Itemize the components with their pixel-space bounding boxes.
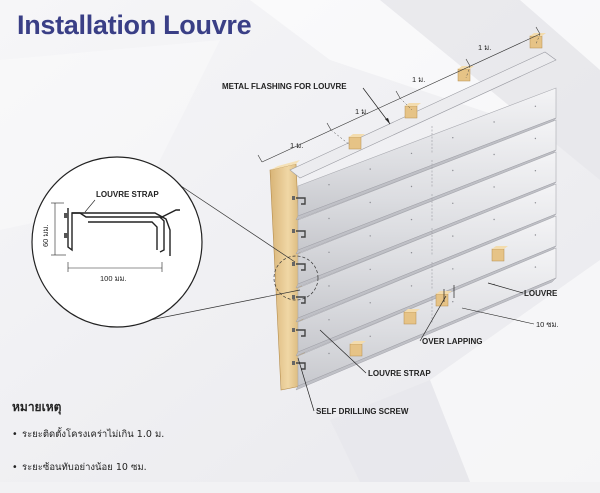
spacing-ticks (330, 33, 541, 146)
louvre-slat-lip (295, 277, 557, 391)
screw-dot (534, 170, 537, 172)
self-drilling-screw (292, 295, 295, 299)
screw-dot (328, 217, 330, 220)
louvre-strap-hook (296, 296, 306, 304)
strap-detail-leader (84, 199, 96, 213)
note-item: • ระยะติดตั้งโครงเคร่าไม่เกิน 1.0 ม. (12, 427, 272, 442)
louvre-label: LOUVRE (524, 289, 558, 298)
self-drilling-screw (292, 229, 295, 233)
screw-dot (410, 218, 413, 221)
screw-dot (493, 218, 495, 221)
louvre-strap-hook (296, 197, 306, 205)
wood-block (491, 248, 505, 262)
wood-blocks (348, 33, 546, 357)
self-drilling-screw (292, 328, 295, 332)
screw-dot (328, 285, 330, 287)
installation-diagram: 1 ม. 1 ม. 1 ม. 1 ม. METAL FLASHING FOR L… (0, 0, 600, 482)
louvre-strap-leader (319, 329, 367, 374)
screw-dot (534, 105, 537, 108)
bullet-icon: • (12, 429, 18, 440)
notes-section: หมายเหตุ • ระยะติดตั้งโครงเคร่าไม่เกิน 1.… (12, 398, 272, 493)
spacing-label-2: 1 ม. (355, 107, 368, 116)
screw-dot (369, 268, 371, 271)
screw-dot (369, 302, 371, 304)
screw-dot (452, 137, 454, 139)
spacing-label-4: 1 ม. (478, 43, 491, 52)
screw-dot (452, 235, 454, 237)
over-lapping-leader (419, 295, 447, 342)
wood-block-top (349, 134, 365, 137)
screw-dot (410, 152, 413, 155)
screw-dot (452, 301, 454, 303)
strap-detail-label: LOUVRE STRAP (96, 190, 159, 199)
wood-block (349, 343, 363, 357)
screw-dot (369, 235, 371, 237)
metal-flashing-leader (362, 87, 391, 125)
screw-dot (328, 319, 330, 321)
self-drilling-screw (292, 196, 295, 200)
louvre-strap-hook (296, 329, 306, 337)
note-item: • ระยะซ้อนทับอย่างน้อย 10 ซม. (12, 460, 272, 475)
detail-dimension-lines (51, 202, 163, 272)
wood-block (403, 311, 417, 325)
overlap-dim-leader (461, 307, 535, 325)
page-title: Installation Louvre (17, 10, 252, 40)
louvre-straps (292, 196, 306, 370)
screw-dot (410, 252, 413, 254)
self-drilling-screw-leader (297, 357, 315, 412)
screw-dot (410, 185, 413, 188)
screw-dot (534, 137, 537, 140)
over-lapping-label: OVER LAPPING (422, 337, 482, 346)
screw-dot (493, 186, 495, 188)
detail-callout (31, 156, 319, 328)
louvre-leader (487, 282, 524, 294)
wood-block-top (350, 341, 366, 344)
screw-dot (328, 184, 330, 186)
wood-block (348, 136, 362, 150)
strap-detail-drawing (67, 208, 180, 256)
note-text: ระยะติดตั้งโครงเคร่าไม่เกิน 1.0 ม. (22, 429, 165, 440)
screw-dot (328, 251, 330, 253)
self-drilling-screw (292, 361, 295, 365)
screw-dot (452, 202, 454, 204)
screw-dot (493, 121, 495, 123)
wood-block-top (492, 246, 508, 249)
screw-dot (534, 234, 537, 236)
screw-dot (328, 352, 330, 355)
screw-dot (534, 266, 537, 268)
bullet-icon: • (12, 462, 18, 473)
detail-height-dim: 60 มม. (41, 225, 50, 247)
detail-circle (31, 156, 203, 328)
spacing-dimension (257, 26, 541, 163)
louvre-strap-label: LOUVRE STRAP (368, 369, 431, 378)
spacing-label-3: 1 ม. (412, 75, 425, 84)
detail-width-dim: 100 มม. (100, 274, 127, 283)
screw-dot (452, 169, 454, 172)
wood-block-top (530, 33, 546, 36)
self-drilling-screw (292, 262, 295, 266)
self-drilling-screw-label: SELF DRILLING SCREW (316, 407, 409, 416)
screw-dot (369, 201, 371, 204)
screw-dot (493, 153, 495, 156)
louvre-slats (289, 51, 557, 391)
louvre-strap-hook (296, 263, 306, 271)
notes-heading: หมายเหตุ (12, 400, 62, 414)
screw-dot (410, 285, 413, 287)
screw-dot (369, 335, 371, 337)
screw-dot (534, 202, 537, 204)
strap-detail-screws (64, 213, 68, 238)
metal-flashing-label: METAL FLASHING FOR LOUVRE (222, 82, 347, 91)
overlap-dim-label: 10 ซม. (536, 320, 559, 329)
screw-dot (452, 268, 454, 270)
wood-block-top (404, 309, 420, 312)
note-text: ระยะซ้อนทับอย่างน้อย 10 ซม. (22, 462, 147, 473)
wood-block (404, 105, 418, 119)
louvre-strap-hook (296, 230, 306, 238)
louvre-strap-hook (296, 362, 306, 370)
spacing-label-1: 1 ม. (290, 141, 303, 150)
wood-block-top (405, 103, 421, 106)
screw-dot (369, 168, 371, 170)
wood-block (435, 293, 449, 307)
